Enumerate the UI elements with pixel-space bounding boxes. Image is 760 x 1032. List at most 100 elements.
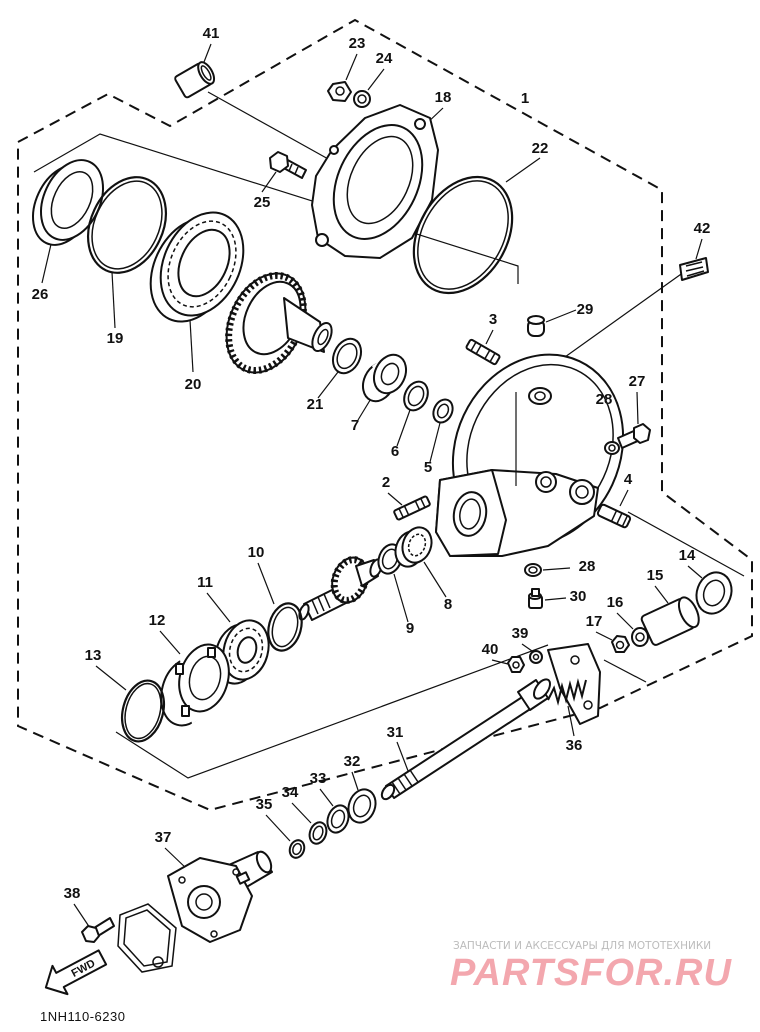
callout-13: 13 xyxy=(85,647,102,664)
callout-40: 40 xyxy=(482,641,499,658)
part-19-o-ring xyxy=(87,176,167,274)
callout-31: 31 xyxy=(387,724,404,741)
callout-33: 33 xyxy=(310,770,327,787)
leader-35 xyxy=(265,814,291,842)
callout-42: 42 xyxy=(694,220,711,237)
leader-41-to-cover xyxy=(207,91,331,161)
leader-41 xyxy=(203,43,212,63)
callout-32: 32 xyxy=(344,753,361,770)
part-22-o-ring xyxy=(412,175,514,295)
leader-39 xyxy=(521,643,533,652)
leader-7 xyxy=(357,396,373,421)
callout-5: 5 xyxy=(424,459,432,476)
part-23-nut xyxy=(327,81,352,102)
leader-lines xyxy=(41,43,703,929)
callout-25: 25 xyxy=(254,194,271,211)
part-31-drive-shaft xyxy=(380,678,551,801)
leader-13 xyxy=(95,665,127,691)
leader-2 xyxy=(387,492,403,506)
leader-22 xyxy=(505,157,541,183)
callout-1: 1 xyxy=(521,90,529,107)
callout-26: 26 xyxy=(32,286,49,303)
forward-direction-arrow: FWD xyxy=(44,949,108,996)
callout-8: 8 xyxy=(444,596,452,613)
part-25-bolt xyxy=(269,151,307,179)
leader-32 xyxy=(351,771,359,791)
callout-28: 28 xyxy=(596,391,613,408)
leader-11 xyxy=(206,592,231,623)
part-5-ring xyxy=(432,398,454,424)
leader-3 xyxy=(485,329,494,345)
leader-4 xyxy=(619,489,629,507)
part-29-plug xyxy=(527,315,545,337)
part-28-gasket-lower xyxy=(524,563,542,577)
subgroup-line-right-lower xyxy=(603,659,647,683)
part-27-drain-bolt xyxy=(617,423,651,449)
callout-10: 10 xyxy=(248,544,265,561)
leader-38 xyxy=(73,903,91,929)
callout-37: 37 xyxy=(155,829,172,846)
leader-25 xyxy=(261,171,277,193)
part-3-stud-bolt xyxy=(465,338,501,366)
part-26-oil-seal xyxy=(32,159,104,246)
part-34-ring xyxy=(308,821,328,845)
ring-gear xyxy=(225,271,333,375)
callout-29: 29 xyxy=(577,301,594,318)
callout-23: 23 xyxy=(349,35,366,52)
leader-12 xyxy=(159,630,181,655)
part-24-washer xyxy=(353,90,371,108)
part-4-stud-bolt xyxy=(596,503,632,529)
callout-36: 36 xyxy=(566,737,583,754)
part-32-oil-seal xyxy=(347,788,377,824)
leader-5 xyxy=(429,422,441,463)
part-33-ring xyxy=(326,804,350,834)
callout-9: 9 xyxy=(406,620,414,637)
gasket-plate xyxy=(117,903,177,973)
subgroup-line-upper xyxy=(33,133,519,284)
callout-27: 27 xyxy=(629,373,646,390)
callout-34: 34 xyxy=(282,784,299,801)
part-30-bleed-screw xyxy=(528,588,543,609)
leader-15 xyxy=(654,585,669,604)
callout-20: 20 xyxy=(185,376,202,393)
leader-10 xyxy=(257,562,275,605)
watermark-brand-logo: PARTSFOR.RU xyxy=(450,952,732,994)
part-14-oil-seal xyxy=(695,571,733,615)
callout-30: 30 xyxy=(570,588,587,605)
subgroup-line-lower xyxy=(115,644,549,779)
callout-6: 6 xyxy=(391,443,399,460)
part-7-bearing xyxy=(361,353,408,403)
callout-16: 16 xyxy=(607,594,624,611)
callout-2: 2 xyxy=(382,474,390,491)
leader-42 xyxy=(695,238,703,260)
subgroup-line-right xyxy=(627,511,745,577)
leader-36 xyxy=(567,705,575,737)
leader-6 xyxy=(396,409,411,447)
final-gear-case xyxy=(435,353,625,557)
leader-30 xyxy=(544,597,567,601)
part-8-bearing xyxy=(394,526,433,568)
part-35-circlip xyxy=(288,839,306,859)
leader-34 xyxy=(291,802,312,824)
part-42-label-plate xyxy=(679,257,709,281)
callout-24: 24 xyxy=(376,50,393,67)
leader-9 xyxy=(393,573,409,623)
callout-41: 41 xyxy=(203,25,220,42)
part-38-bolt xyxy=(81,917,115,943)
leader-29 xyxy=(545,309,577,323)
leader-21 xyxy=(317,371,339,399)
part-10-shim xyxy=(267,602,303,652)
part-21-shim xyxy=(331,337,363,375)
callout-22: 22 xyxy=(532,140,549,157)
part-18-bearing-housing xyxy=(311,104,439,259)
callout-14: 14 xyxy=(679,547,696,564)
leader-20 xyxy=(189,319,194,373)
callout-labels: 41 23 24 18 1 25 22 26 19 20 21 7 6 5 3 … xyxy=(32,25,711,902)
callout-21: 21 xyxy=(307,396,324,413)
callout-7: 7 xyxy=(351,417,359,434)
leader-17 xyxy=(595,631,613,641)
leader-31 xyxy=(396,741,411,777)
part-12-bearing-retainer xyxy=(160,643,230,727)
part-41-bushing xyxy=(174,61,216,99)
